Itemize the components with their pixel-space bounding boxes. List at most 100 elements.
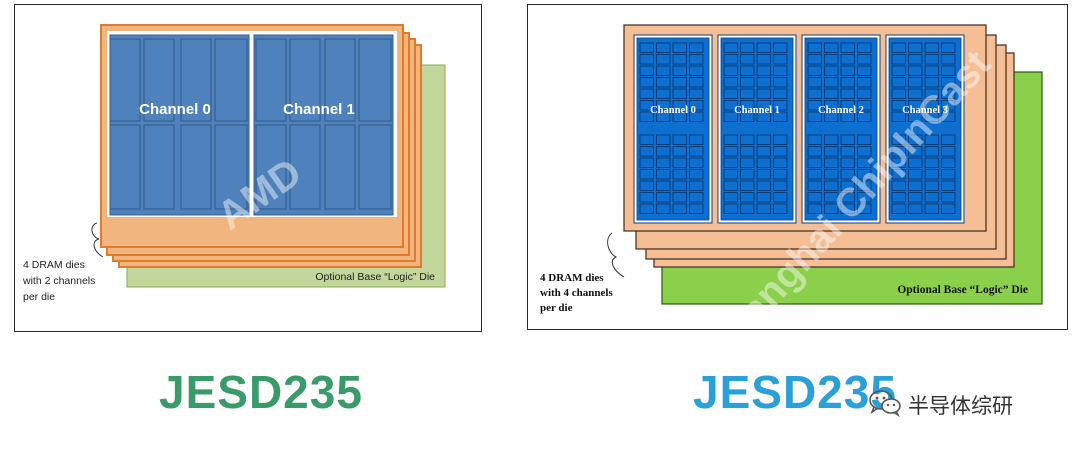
right-channel-bank — [672, 54, 687, 65]
right-channel-bank — [941, 134, 956, 145]
right-channel-bank — [824, 111, 839, 122]
right-channel-bank — [840, 180, 855, 191]
right-channel-bank — [941, 192, 956, 203]
right-channel-bank — [672, 134, 687, 145]
right-channel-bank — [756, 134, 771, 145]
right-channel-bank — [857, 42, 872, 53]
right-channel-bank — [689, 100, 704, 111]
right-channel-bank — [656, 42, 671, 53]
right-channel-bank — [857, 134, 872, 145]
right-channel-bank — [672, 65, 687, 76]
left-dies-brace — [91, 222, 104, 258]
right-channel-bank — [840, 65, 855, 76]
right-channel-bank — [857, 203, 872, 214]
right-channel-bank — [656, 134, 671, 145]
right-channel-bank — [756, 65, 771, 76]
right-channel-bank — [924, 146, 939, 157]
right-channel-bank — [672, 192, 687, 203]
right-channel-bank — [941, 111, 956, 122]
right-channel-bank — [723, 42, 738, 53]
right-channel-bank — [656, 77, 671, 88]
right-channel-bank — [840, 157, 855, 168]
right-channel-bank — [840, 134, 855, 145]
right-channel-bank — [672, 88, 687, 99]
right-channel-bank — [807, 180, 822, 191]
right-channel-bank — [756, 192, 771, 203]
right-channel-bank — [656, 180, 671, 191]
right-channel-bank — [941, 100, 956, 111]
right-channel-bank — [740, 88, 755, 99]
right-channel-bank — [857, 88, 872, 99]
right-channel-bank — [908, 146, 923, 157]
right-channel-bank — [840, 42, 855, 53]
right-channel-bank — [807, 111, 822, 122]
right-channel-bank — [773, 203, 788, 214]
right-channel-bank — [773, 146, 788, 157]
right-channel-bank — [908, 203, 923, 214]
jesd235-caption: JESD235 — [159, 366, 363, 418]
right-channel-bank — [672, 42, 687, 53]
right-channel-bank — [773, 65, 788, 76]
right-channel-bank — [723, 146, 738, 157]
left-channel-1: Channel 1 — [253, 34, 394, 216]
right-channel-bank — [941, 54, 956, 65]
right-dies-brace — [607, 232, 625, 278]
right-channel-bank — [840, 111, 855, 122]
right-channel-bank — [824, 54, 839, 65]
right-channel-bank — [824, 169, 839, 180]
right-channel-bank — [924, 54, 939, 65]
right-channel-bank — [689, 146, 704, 157]
right-channel-bank — [908, 54, 923, 65]
right-channel-bank — [908, 100, 923, 111]
wechat-icon — [868, 389, 902, 422]
right-channel-bank — [639, 146, 654, 157]
right-channel-bank — [824, 42, 839, 53]
right-channel-bank — [723, 192, 738, 203]
right-channel-bank — [807, 134, 822, 145]
right-channel-bank — [740, 134, 755, 145]
right-channel-bank — [740, 192, 755, 203]
right-channel-bank — [773, 192, 788, 203]
right-channel-bank — [773, 54, 788, 65]
right-channel-bank — [891, 42, 906, 53]
jesd235-diagram: Channel 0 Channel 1 4 DRAM dies with 2 c… — [22, 24, 446, 303]
right-channel-bank — [840, 100, 855, 111]
right-channel-bank — [672, 180, 687, 191]
right-channel-bank — [689, 180, 704, 191]
right-channel-1-label: Channel 1 — [734, 105, 780, 116]
right-channel-bank — [924, 203, 939, 214]
left-dies-label-line-2: with 2 channels — [22, 275, 95, 287]
right-channel-bank — [740, 146, 755, 157]
right-channel-bank — [908, 77, 923, 88]
right-channel-bank — [941, 157, 956, 168]
jesd23x-caption: JESD235 — [693, 366, 897, 418]
right-channel-bank — [740, 54, 755, 65]
right-channel-bank — [807, 42, 822, 53]
right-channel-bank — [840, 77, 855, 88]
right-channel-bank — [672, 100, 687, 111]
right-channel-bank — [656, 157, 671, 168]
left-dies-label: 4 DRAM dies with 2 channels per die — [22, 259, 98, 303]
right-channel-bank — [857, 192, 872, 203]
right-channel-bank — [857, 157, 872, 168]
right-channel-bank — [824, 203, 839, 214]
right-channel-bank — [924, 77, 939, 88]
right-channel-bank — [689, 42, 704, 53]
right-channel-bank — [756, 42, 771, 53]
right-channel-bank — [740, 111, 755, 122]
right-channel-bank — [723, 54, 738, 65]
right-channel-bank — [723, 169, 738, 180]
right-channel-bank — [941, 180, 956, 191]
right-channel-bank — [824, 157, 839, 168]
right-channel-bank — [807, 65, 822, 76]
right-channel-bank — [689, 134, 704, 145]
right-channel-bank — [908, 157, 923, 168]
right-channel-bank — [656, 192, 671, 203]
right-channel-bank — [689, 203, 704, 214]
right-channel-bank — [891, 77, 906, 88]
right-channel-bank — [807, 203, 822, 214]
right-channel-bank — [639, 169, 654, 180]
right-channel-bank — [740, 157, 755, 168]
right-channel-bank — [891, 203, 906, 214]
right-channel-bank — [891, 169, 906, 180]
